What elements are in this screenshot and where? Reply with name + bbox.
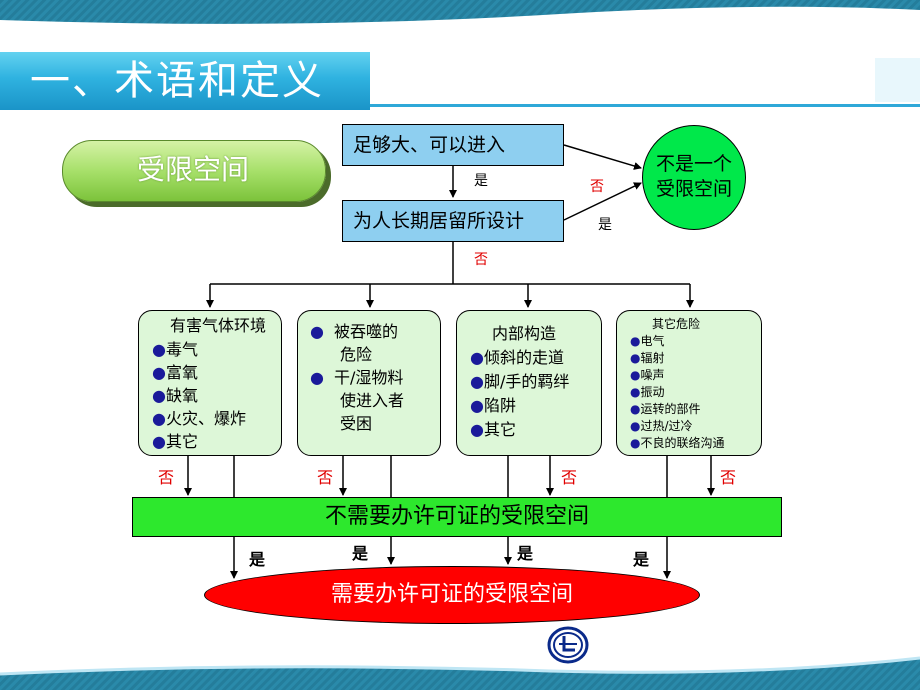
bullet-icon: ●	[630, 385, 641, 399]
bullet-icon: ●	[470, 372, 484, 391]
not-confined-space-node	[642, 125, 746, 230]
label-no-cat1: 否	[158, 468, 175, 487]
category-item: ●被吞噬的	[310, 322, 398, 341]
title-bar	[0, 52, 370, 110]
no-permit-label: 不需要办许可证的受限空间	[324, 504, 589, 529]
permit-required-node	[204, 566, 700, 624]
bullet-icon: ●	[152, 386, 166, 405]
box-designed-for-long-stay: 为人长期居留所设计	[342, 200, 564, 242]
page-title: 一、术语和定义	[30, 58, 324, 104]
category-item: ●振动	[630, 385, 665, 399]
bullet-icon: ●	[470, 420, 484, 439]
category-item: ●缺氧	[152, 386, 198, 405]
category-box-internal-structure	[456, 310, 602, 456]
label-yes-cat4: 是	[633, 550, 650, 569]
not-confined-space-label: 不是一个 受限空间	[642, 152, 746, 202]
category-item: ●倾斜的走道	[470, 348, 564, 367]
category-item: ●辐射	[630, 351, 665, 365]
bullet-icon: ●	[152, 340, 166, 359]
not-confined-line1: 不是一个	[655, 153, 732, 175]
bullet-icon: ●	[630, 368, 641, 382]
category-item: ●富氧	[152, 363, 198, 382]
label-yes-cat3: 是	[517, 544, 534, 563]
category-item: ●电气	[630, 334, 665, 348]
company-logo-icon	[547, 626, 589, 664]
section-pill	[62, 140, 326, 202]
label-yes-long-to-circle: 是	[598, 217, 612, 233]
title-underline	[370, 104, 920, 107]
category-title-hazardous-atmosphere: 有害气体环境	[170, 316, 267, 335]
title-tab-decoration	[875, 58, 920, 102]
category-item: ●干/湿物料	[310, 368, 404, 387]
category-item-continued: 使进入者	[340, 391, 405, 410]
category-title-internal-structure: 内部构造	[492, 324, 557, 343]
category-item: ●毒气	[152, 340, 198, 359]
category-box-engulfment	[297, 310, 441, 456]
category-item: ●火灾、爆炸	[152, 409, 246, 428]
bullet-icon: ●	[152, 432, 166, 451]
top-decorative-band	[0, 0, 920, 42]
bottom-decorative-band	[0, 656, 920, 690]
arrow-big-to-circle	[563, 144, 642, 170]
not-confined-line2: 受限空间	[655, 178, 732, 200]
bullet-icon: ●	[630, 402, 641, 416]
permit-required-label: 需要办许可证的受限空间	[330, 582, 573, 607]
bullet-icon: ●	[470, 396, 484, 415]
bullet-icon: ●	[630, 334, 641, 348]
category-item: ●陷阱	[470, 396, 516, 415]
category-item: ●噪声	[630, 368, 665, 382]
bullet-icon: ●	[152, 363, 166, 382]
label-yes-cat2: 是	[352, 544, 369, 563]
category-item: ●其它	[470, 420, 516, 439]
label-yes-cat1: 是	[249, 550, 266, 569]
label-no-cat4: 否	[720, 468, 737, 487]
category-item: ●运转的部件	[630, 402, 701, 416]
category-box-other-hazards	[616, 310, 762, 456]
section-label: 受限空间	[136, 153, 249, 186]
bullet-icon: ●	[152, 409, 166, 428]
label-yes-big-to-long: 是	[474, 173, 488, 189]
category-item: ●脚/手的羁绊	[470, 372, 570, 391]
label-no-long-down: 否	[474, 252, 488, 268]
category-item-continued: 受困	[340, 414, 373, 433]
category-item: ●过热/过冷	[630, 419, 693, 433]
category-item: ●不良的联络沟通	[630, 436, 725, 450]
label-no-cat2: 否	[317, 468, 334, 487]
arrow-long-to-circle	[563, 182, 642, 221]
bullet-icon: ●	[470, 348, 484, 367]
bullet-icon: ●	[630, 419, 641, 433]
category-box-hazardous-atmosphere	[138, 310, 282, 456]
category-item-continued: 危险	[340, 345, 373, 364]
bullet-icon: ●	[630, 351, 641, 365]
bullet-icon: ●	[310, 322, 324, 341]
label-no-cat3: 否	[561, 468, 578, 487]
label-no-big-to-circle: 否	[590, 179, 604, 195]
box-big-enough-to-enter: 足够大、可以进入	[342, 124, 564, 166]
bullet-icon: ●	[630, 436, 641, 450]
category-item: ●其它	[152, 432, 198, 451]
no-permit-bar	[132, 497, 782, 537]
bullet-icon: ●	[310, 368, 324, 387]
category-title-other-hazards: 其它危险	[652, 317, 701, 331]
